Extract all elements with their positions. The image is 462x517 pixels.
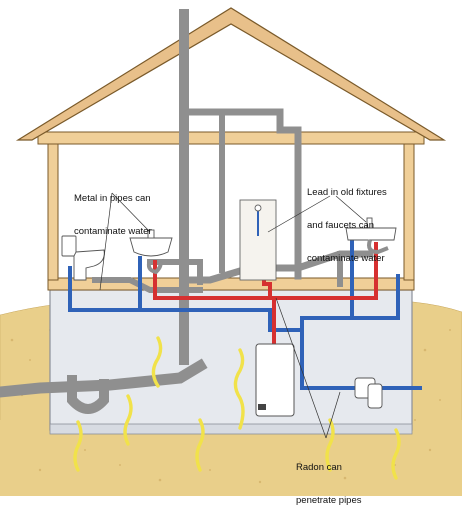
- callout-line: contaminate water: [74, 226, 152, 237]
- water-filter: [354, 377, 383, 409]
- callout-line: penetrate pipes: [296, 495, 362, 506]
- callout-line: Metal in pipes can: [74, 193, 151, 204]
- radon-callout: Radon can penetrate pipes: [296, 440, 362, 517]
- shower: [239, 199, 277, 281]
- callout-line: Lead in old fixtures: [307, 187, 387, 198]
- callout-line: Radon can: [296, 462, 342, 473]
- bathroom-sink: [129, 229, 173, 275]
- lead-fixtures-callout: Lead in old fixtures and faucets can con…: [307, 165, 387, 275]
- radon-gas: [73, 336, 401, 480]
- water-heater: [255, 343, 295, 417]
- house-cross-section: [0, 7, 462, 496]
- metal-pipes-callout: Metal in pipes can contaminate water: [74, 171, 152, 248]
- basement-floor: [49, 423, 413, 435]
- kitchen-sink: [345, 217, 397, 255]
- callout-line: and faucets can: [307, 220, 375, 231]
- toilet: [61, 235, 105, 281]
- plumbing-diagram: Metal in pipes can contaminate water Lea…: [0, 7, 462, 506]
- callout-line: contaminate water: [307, 253, 385, 264]
- callout-leaders: [99, 192, 367, 439]
